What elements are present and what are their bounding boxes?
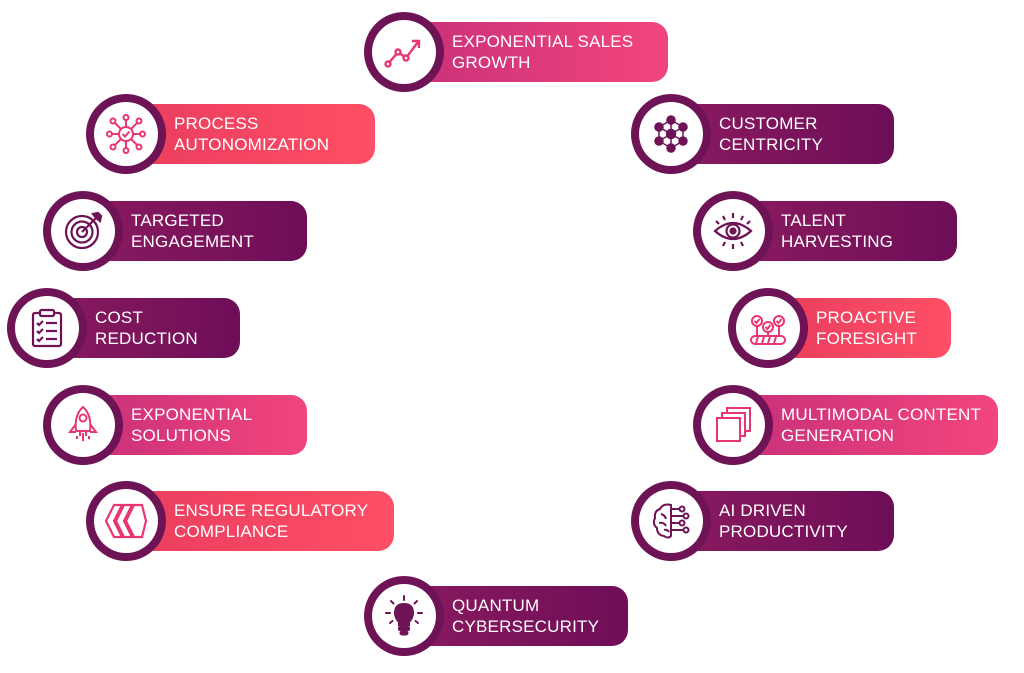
banner-exponential-sales-growth: EXPONENTIAL SALES GROWTH xyxy=(404,22,668,82)
label-line2: PRODUCTIVITY xyxy=(719,522,848,541)
label-line2: CYBERSECURITY xyxy=(452,617,600,636)
label-line1: ENSURE REGULATORY xyxy=(174,501,369,520)
label-line1: QUANTUM xyxy=(452,596,540,615)
label-line1: EXPONENTIAL SALES xyxy=(452,32,634,51)
banner-multimodal-content-generation: MULTIMODAL CONTENT GENERATION xyxy=(733,395,998,455)
icon-circle xyxy=(43,385,123,465)
label-line1: EXPONENTIAL xyxy=(131,405,253,424)
brain-circuit-icon xyxy=(652,503,690,539)
label-line2: SOLUTIONS xyxy=(131,426,232,445)
label-line2: CENTRICITY xyxy=(719,135,823,154)
hexagon-cluster-icon xyxy=(654,115,688,153)
lightbulb-icon xyxy=(385,595,423,636)
icon-circle xyxy=(43,191,123,271)
checklist-icon xyxy=(31,308,63,348)
label-line2: GENERATION xyxy=(781,426,895,445)
trend-up-icon xyxy=(384,39,421,68)
network-check-icon xyxy=(106,114,146,154)
label-line2: FORESIGHT xyxy=(816,329,917,348)
icon-circle xyxy=(631,481,711,561)
label-line1: PROACTIVE xyxy=(816,308,917,327)
label-line1: TALENT HARVESTING xyxy=(781,211,894,251)
label-line2: COMPLIANCE xyxy=(174,522,289,541)
icon-circle xyxy=(693,191,773,271)
icon-circle xyxy=(364,12,444,92)
chevron-diamonds-icon xyxy=(104,503,148,539)
banner-ai-driven-productivity: AI DRIVEN PRODUCTIVITY xyxy=(671,491,894,551)
approval-pins-icon xyxy=(750,315,786,345)
icon-circle xyxy=(693,385,773,465)
banner-exponential-solutions: EXPONENTIAL SOLUTIONS xyxy=(83,395,307,455)
rocket-icon xyxy=(68,405,98,441)
icon-circle xyxy=(7,288,87,368)
label-line2: REDUCTION xyxy=(95,329,198,348)
label-line1: TARGETED xyxy=(131,211,224,230)
icon-circle xyxy=(86,481,166,561)
label-line1: MULTIMODAL CONTENT xyxy=(781,405,982,424)
banner-process-autonomization: PROCESS AUTONOMIZATION xyxy=(126,104,375,164)
label-line2: AUTONOMIZATION xyxy=(174,135,330,154)
label-line1: COST xyxy=(95,308,144,327)
label-line1: CUSTOMER xyxy=(719,114,818,133)
stacked-squares-icon xyxy=(716,407,751,442)
label-line1: PROCESS xyxy=(174,114,259,133)
icon-circle xyxy=(364,576,444,656)
target-icon xyxy=(64,211,103,250)
label-line2: ENGAGEMENT xyxy=(131,232,254,251)
icon-circle xyxy=(728,288,808,368)
label-line2: GROWTH xyxy=(452,53,531,72)
icon-circle xyxy=(631,94,711,174)
icon-circle xyxy=(86,94,166,174)
banner-ensure-regulatory-compliance: ENSURE REGULATORY COMPLIANCE xyxy=(126,491,394,551)
label-line1: AI DRIVEN xyxy=(719,501,806,520)
eye-icon xyxy=(713,213,753,249)
